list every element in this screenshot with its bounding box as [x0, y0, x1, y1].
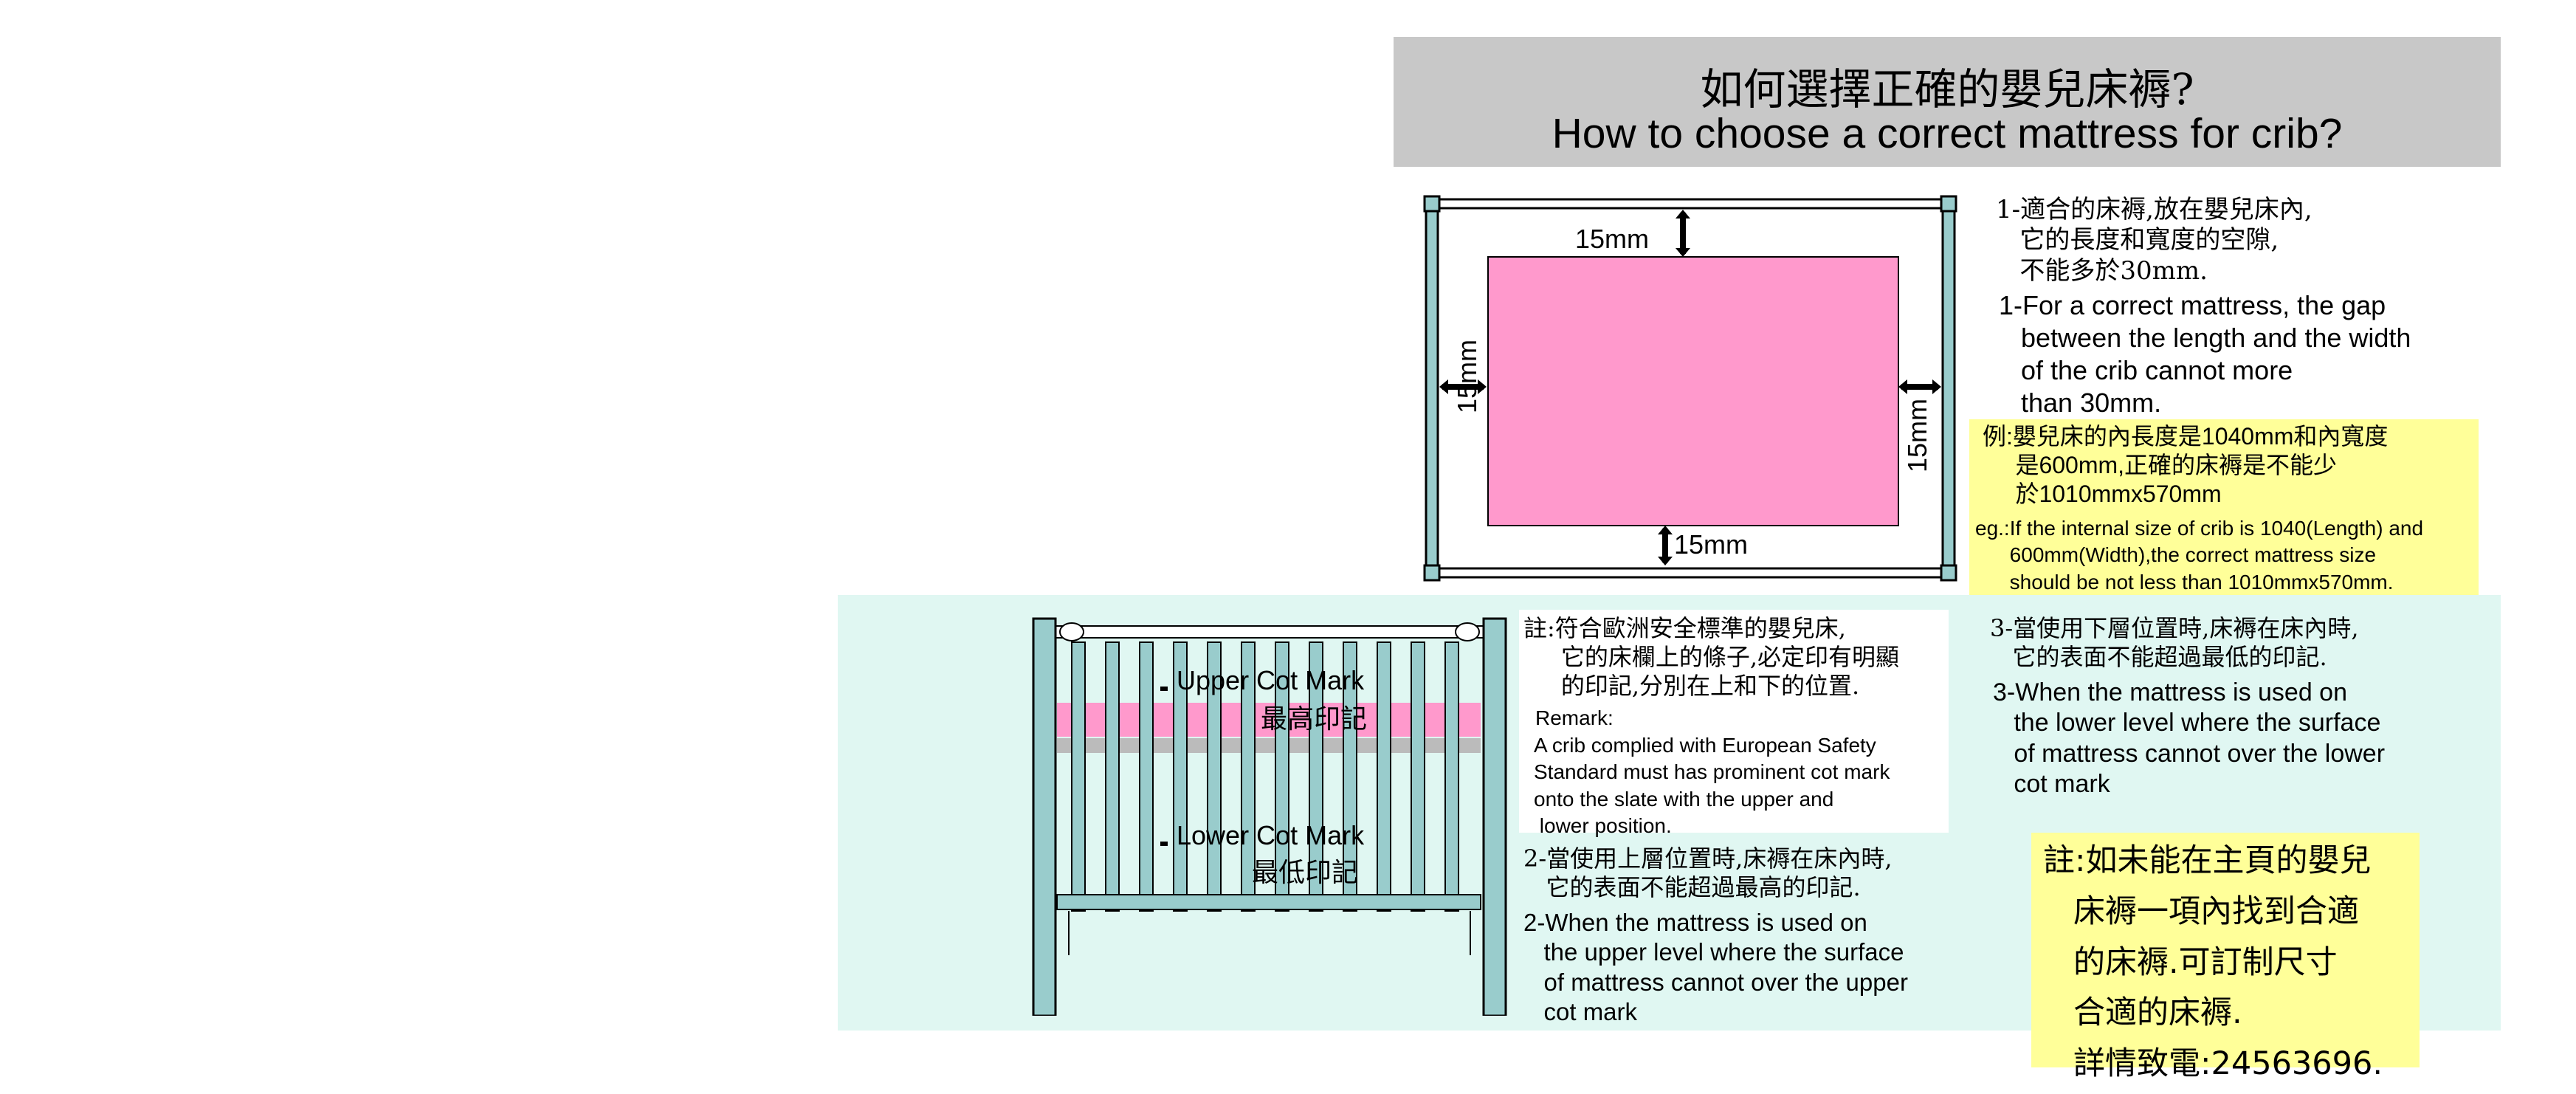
upper-mattress-band: [1057, 703, 1481, 737]
custom-mattress-note: 註:如未能在主頁的嬰兒 床褥一項內找到合適 的床褥.可訂制尺寸 合適的床褥. 詳…: [2031, 833, 2420, 1082]
upper-cot-mark: [1160, 687, 1168, 691]
crib-bottom-rail: [1056, 894, 1481, 910]
upper-mark-english: Upper Cot Mark: [1177, 665, 1365, 695]
mattress-rect: [1487, 256, 1899, 526]
title-english: How to choose a correct mattress for cri…: [1552, 110, 2343, 157]
gap-arrows: [1439, 210, 1941, 565]
lower-mark-english: Lower Cot Mark: [1177, 820, 1365, 850]
crib-side-view-diagram: Upper Cot Mark 最高印記 Lower Cot Mark 最低印記: [1032, 617, 1507, 1016]
lower-cot-mark: [1160, 842, 1168, 846]
title-chinese: 如何選擇正確的嬰兒床褥?: [1700, 64, 2194, 114]
gap-label-top: 15mm: [1575, 224, 1649, 254]
gap-label-bottom: 15mm: [1674, 529, 1748, 560]
rule2-chinese: 2-當使用上層位置時,床褥在床內時, 它的表面不能超過最高的印記.: [1523, 844, 1893, 902]
crib-top-rail: [1055, 625, 1484, 639]
example-english: eg.:If the internal size of crib is 1040…: [1975, 517, 2424, 594]
rule3-chinese: 3-當使用下層位置時,床褥在床內時, 它的表面不能超過最低的印記.: [1990, 614, 2359, 672]
rail-knob-right: [1455, 622, 1480, 641]
crib-top-view-diagram: 15mm 15mm 15mm 15mm: [1423, 195, 1957, 582]
remark-label: Remark:: [1535, 706, 1614, 729]
example-chinese: 例:嬰兒床的內長度是1040mm和內寬度 是600mm,正確的床褥是不能少 於1…: [1983, 423, 2389, 508]
rule3-english: 3-When the mattress is used on the lower…: [1993, 678, 2386, 799]
remark-box: 註:符合歐洲安全標準的嬰兒床, 它的床欄上的條子,必定印有明顯 的印記,分別在上…: [1519, 610, 1949, 837]
title-banner: 如何選擇正確的嬰兒床褥? How to choose a correct mat…: [1394, 37, 2501, 167]
lower-mark-chinese: 最低印記: [1252, 858, 1358, 888]
crib-post-right: [1482, 617, 1507, 1016]
rule2-english: 2-When the mattress is used on the upper…: [1523, 909, 1908, 1025]
custom-mattress-note-text: 註:如未能在主頁的嬰兒 床褥一項內找到合適 的床褥.可訂制尺寸 合適的床褥. 詳…: [2043, 842, 2383, 1083]
gap-label-right: 15mm: [1902, 399, 1932, 472]
remark-english: A crib complied with European Safety Sta…: [1534, 734, 1890, 838]
remark-chinese: 註:符合歐洲安全標準的嬰兒床, 它的床欄上的條子,必定印有明顯 的印記,分別在上…: [1523, 614, 1900, 701]
crib-slats: [1071, 641, 1459, 912]
rule1-english: 1-For a correct mattress, the gap betwee…: [1999, 290, 2411, 418]
rail-knob-left: [1059, 622, 1084, 641]
crib-frame: [1423, 195, 1957, 582]
rule1-chinese: 1-適合的床褥,放在嬰兒床內, 它的長度和寬度的空隙, 不能多於30mm.: [1996, 195, 2312, 286]
mattress-base-band: [1057, 738, 1481, 753]
upper-mark-chinese: 最高印記: [1261, 704, 1367, 735]
crib-post-left: [1032, 617, 1057, 1016]
example-note-box: 例:嬰兒床的內長度是1040mm和內寬度 是600mm,正確的床褥是不能少 於1…: [1969, 419, 2479, 595]
gap-label-left: 15mm: [1452, 340, 1482, 413]
